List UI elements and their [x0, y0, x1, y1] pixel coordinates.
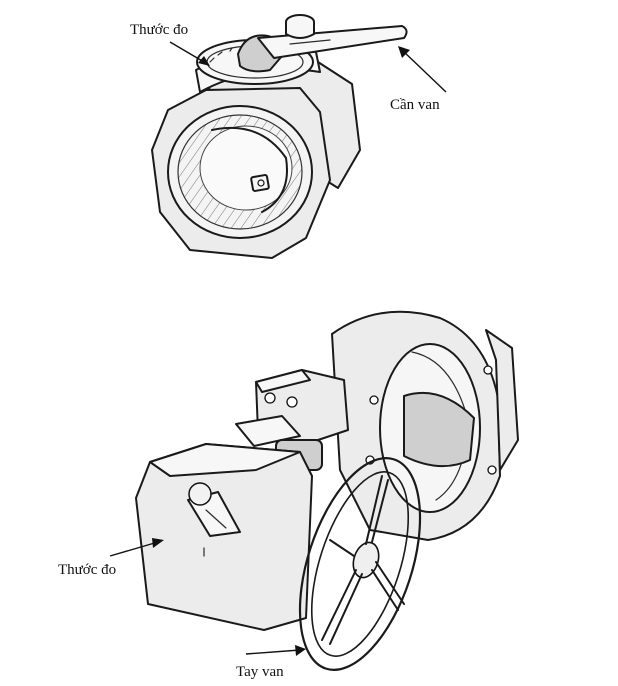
- handwheel: [298, 457, 422, 671]
- top-gauge-label: Thước đo: [130, 22, 188, 38]
- bottom-gauge-label: Thước đo: [58, 562, 116, 578]
- top-lever-label: Cần van: [390, 97, 440, 113]
- bottom-handwheel-label: Tay van: [236, 664, 284, 680]
- bottom-handwheel-pointer: [245, 649, 301, 655]
- bottom-gauge-pointer: [109, 541, 159, 557]
- top-lever-handle: [257, 25, 408, 59]
- handwheel-valve-illustration: [135, 310, 519, 671]
- top-gauge-pointer: [169, 41, 205, 63]
- lever-valve-illustration: [151, 14, 408, 259]
- top-lever-pointer: [401, 49, 447, 93]
